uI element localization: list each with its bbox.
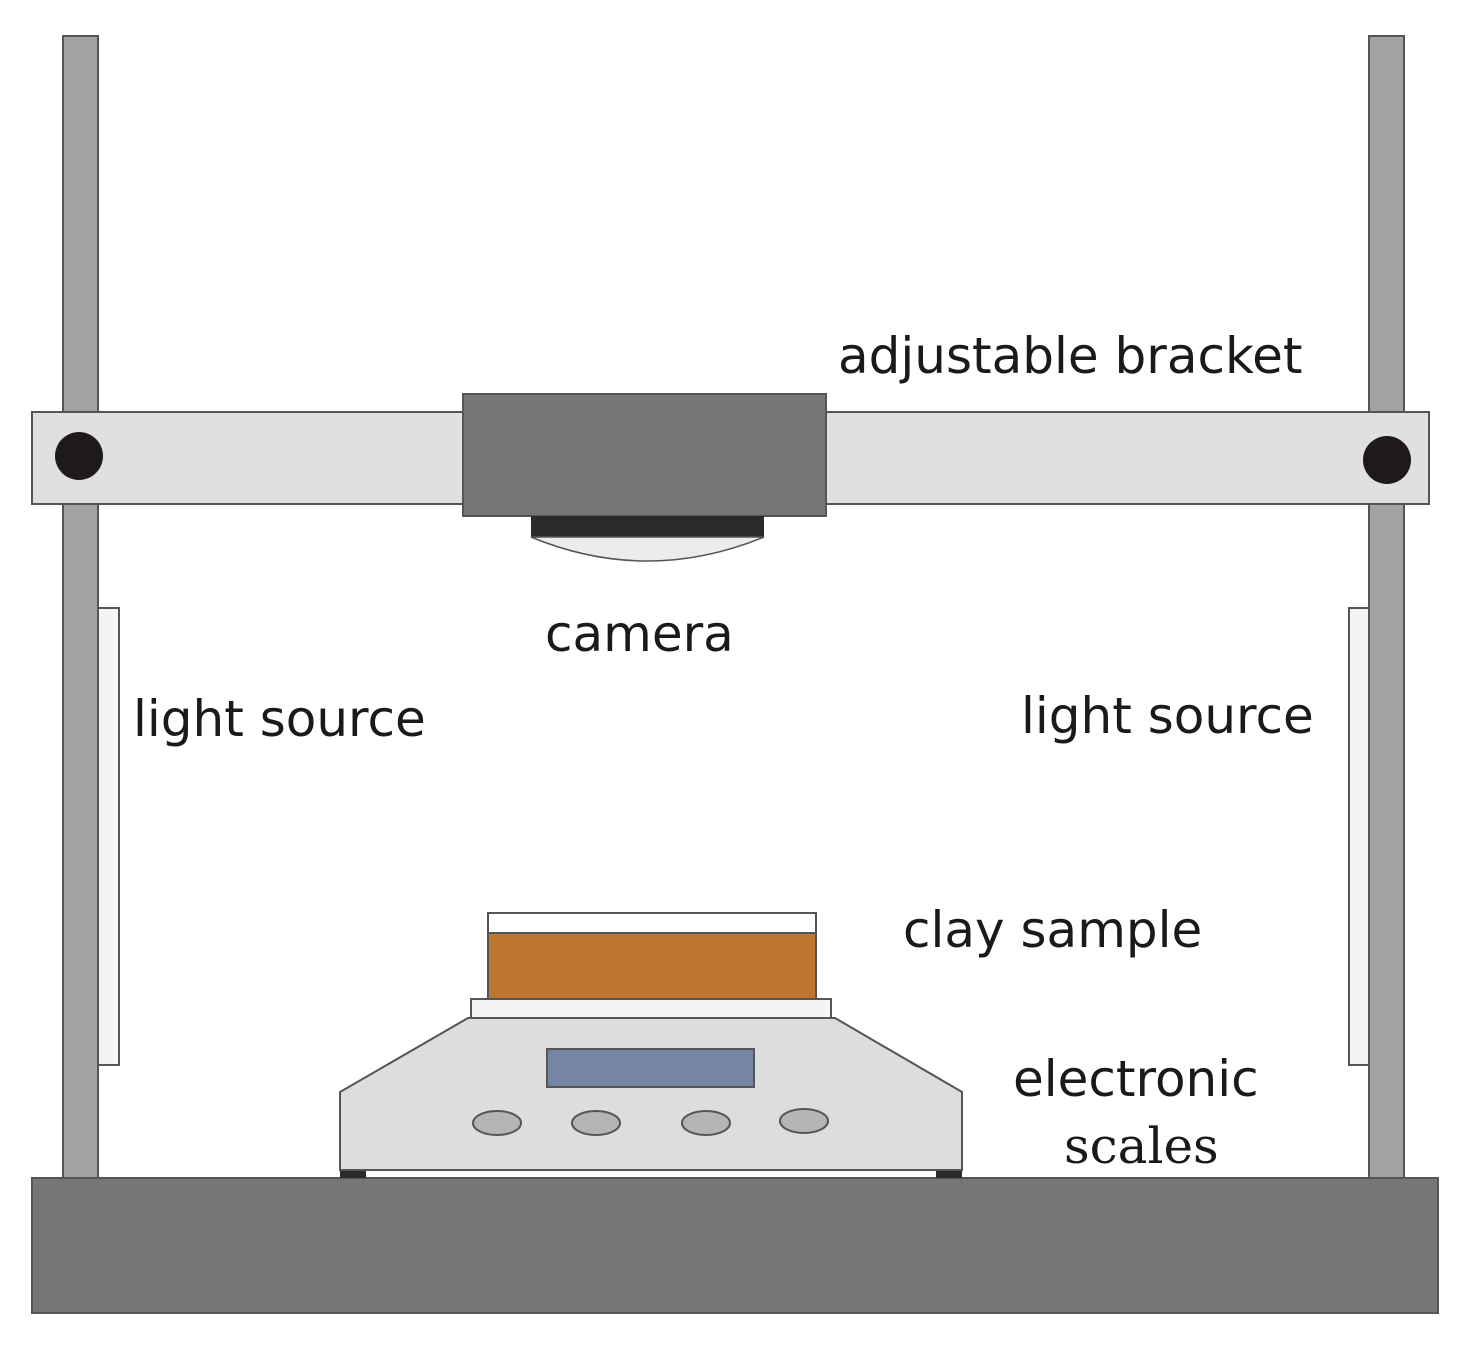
right-light-source-label: light source — [1021, 687, 1314, 745]
electronic-scales-label-line2: scales — [1064, 1117, 1219, 1175]
right-light-source-panel — [1348, 607, 1370, 1066]
scale-button-3 — [681, 1110, 731, 1136]
scale-platform — [470, 998, 832, 1019]
ground-base — [31, 1177, 1439, 1314]
right-support-post — [1368, 35, 1405, 1182]
clay-sample-label: clay sample — [903, 901, 1202, 959]
clay-sample — [487, 932, 817, 1000]
camera-body — [462, 393, 827, 517]
camera-label: camera — [545, 605, 734, 663]
camera-lens-base — [531, 516, 764, 537]
scale-display — [546, 1048, 755, 1088]
scale-button-2 — [571, 1110, 621, 1136]
adjustable-bracket-label: adjustable bracket — [838, 327, 1303, 385]
camera-lens-glass — [530, 536, 765, 562]
scale-button-1 — [472, 1110, 522, 1136]
left-support-post — [62, 35, 99, 1182]
electronic-scales-label-line1: electronic — [1013, 1050, 1259, 1108]
scale-button-4 — [779, 1108, 829, 1134]
scale-left-foot — [340, 1168, 366, 1178]
left-light-source-panel — [97, 607, 120, 1066]
scale-right-foot — [936, 1168, 962, 1178]
left-light-source-label: light source — [133, 690, 426, 748]
left-bracket-knob — [55, 432, 103, 480]
right-bracket-knob — [1363, 436, 1411, 484]
electronic-scales-body — [339, 1017, 963, 1171]
